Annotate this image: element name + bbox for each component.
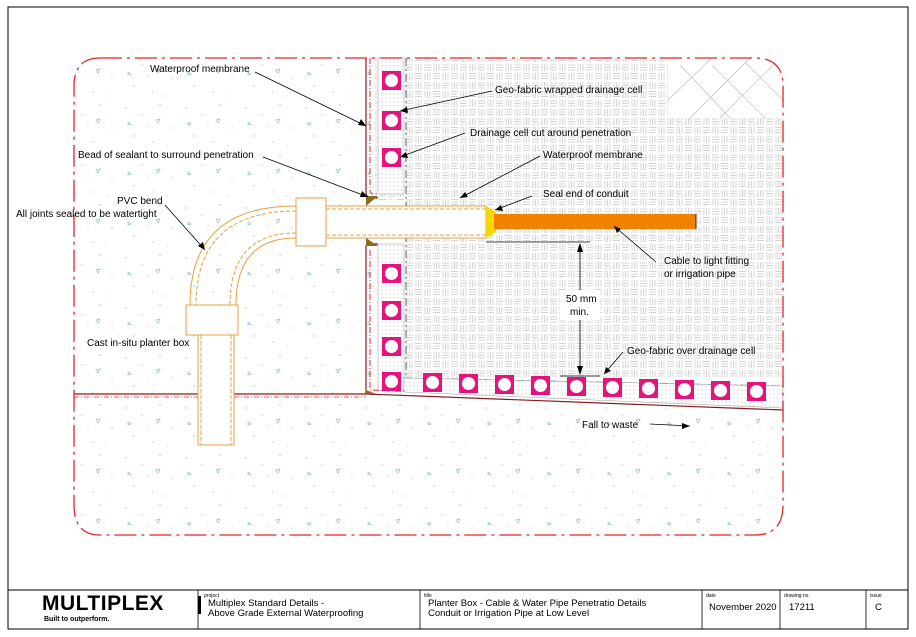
project-caption: project [204, 593, 220, 599]
title-caption: title [424, 593, 432, 599]
label-dimension-min: min. [570, 307, 589, 318]
drainage-cell-lower-2 [382, 301, 401, 320]
drainage-cells-floor [403, 373, 784, 409]
label-fall-to-waste: Fall to waste [582, 420, 639, 431]
label-joints-sealed: All joints sealed to be watertight [16, 209, 157, 220]
sealant-bead [366, 196, 378, 394]
floor-drainage-cell [639, 379, 658, 398]
label-dimension-50mm: 50 mm [566, 294, 597, 305]
drainage-cell-upper-3 [382, 148, 401, 167]
label-geo-fabric-over: Geo-fabric over drainage cell [627, 346, 755, 357]
label-waterproof-membrane-left: Waterproof membrane [150, 64, 250, 75]
label-bead-of-sealant: Bead of sealant to surround penetration [78, 150, 254, 161]
label-drainage-cell-cut: Drainage cell cut around penetration [470, 128, 631, 139]
drainage-cell-lower-1 [382, 264, 401, 283]
cut-outline [73, 57, 784, 536]
floor-drainage-cell [567, 377, 586, 396]
drawing-number-value: 17211 [789, 602, 815, 613]
floor-drainage-cell [495, 375, 514, 394]
dimension-50mm [486, 241, 600, 377]
title-line-2: Conduit or Irrigation Pipe at Low Level [428, 608, 589, 619]
drainage-cell-lower-3 [382, 337, 401, 356]
floor-drainage-cell [459, 374, 478, 393]
issue-value: C [875, 602, 882, 613]
label-waterproof-membrane-right: Waterproof membrane [543, 150, 643, 161]
label-cast-in-situ: Cast in-situ planter box [87, 338, 189, 349]
label-seal-end-of-conduit: Seal end of conduit [543, 189, 629, 200]
label-geo-fabric-wrapped: Geo-fabric wrapped drainage cell [495, 85, 642, 96]
floor-drainage-cell [747, 382, 766, 401]
brand-tagline: Built to outperform. [44, 616, 109, 623]
drawing-number-caption: drawing no. [784, 593, 810, 599]
floor-drainage-cell [531, 376, 550, 395]
drainage-cell-lower-4 [382, 372, 401, 391]
floor-drainage-cell [711, 381, 730, 400]
cable [494, 214, 696, 229]
floor-drainage-cell [423, 373, 442, 392]
title-block: MULTIPLEX Built to outperform. project M… [8, 589, 908, 629]
label-pvc-bend: PVC bend [117, 196, 163, 207]
issue-caption: issue [870, 593, 882, 599]
drainage-cells-vertical [377, 57, 405, 391]
brand-logo: MULTIPLEX [42, 592, 164, 615]
title-line-1: Planter Box - Cable & Water Pipe Penetra… [428, 598, 646, 609]
floor-drainage-cell [675, 380, 694, 399]
seal-end-of-conduit [486, 206, 496, 238]
date-value: November 2020 [709, 602, 777, 613]
floor-drainage-cell [603, 378, 622, 397]
drainage-cell-upper-1 [382, 71, 401, 90]
project-line-2: Above Grade External Waterproofing [208, 608, 363, 619]
project-line-1: Multiplex Standard Details - [208, 598, 324, 609]
date-caption: date [706, 593, 716, 599]
pvc-conduit [185, 197, 487, 446]
label-cable-to-light-2: or irrigation pipe [664, 269, 736, 280]
drainage-cell-upper-2 [382, 111, 401, 130]
annotations: Waterproof membrane Geo-fabric wrapped d… [16, 64, 755, 431]
label-cable-to-light-1: Cable to light fitting [664, 256, 749, 267]
leader-lines [164, 71, 691, 429]
